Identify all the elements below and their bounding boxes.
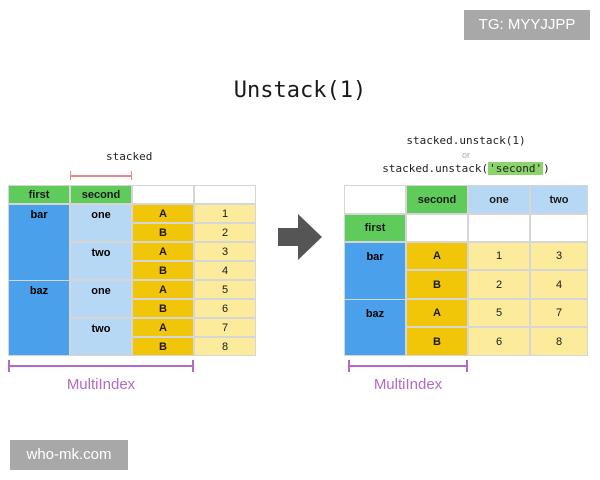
right-value-cell: 3 bbox=[530, 242, 588, 270]
left-value-cell: 5 bbox=[194, 280, 256, 299]
left-inner-label: A bbox=[132, 280, 194, 299]
page-title: Unstack(1) bbox=[233, 78, 367, 103]
left-inner-label: A bbox=[132, 204, 194, 223]
right-value-cell: 4 bbox=[530, 270, 588, 299]
unstack-code-line1: stacked.unstack(1) bbox=[406, 134, 526, 147]
right-empty-cell bbox=[468, 214, 530, 242]
stacked-annotation: stacked bbox=[106, 150, 153, 163]
left-brace-tick-left bbox=[8, 360, 10, 372]
right-first-label-baz: baz bbox=[365, 308, 385, 320]
right-value-cell: 5 bbox=[468, 299, 530, 327]
right-col-label: two bbox=[530, 185, 588, 214]
left-second-label: one bbox=[91, 285, 111, 297]
left-value-cell: 4 bbox=[194, 261, 256, 280]
stacked-underline bbox=[70, 175, 132, 177]
right-inner-label: B bbox=[406, 270, 468, 299]
unstack-code-line2: stacked.unstack('second') bbox=[344, 162, 588, 175]
right-first-divider bbox=[344, 299, 406, 300]
unstack-code-pre: stacked.unstack( bbox=[382, 162, 489, 175]
right-value-cell: 1 bbox=[468, 242, 530, 270]
left-inner-label: B bbox=[132, 299, 194, 318]
stacked-underline-tick-left bbox=[70, 171, 71, 180]
right-empty-cell bbox=[406, 214, 468, 242]
right-multiindex-label: MultiIndex bbox=[373, 376, 443, 393]
stacked-underline-tick-right bbox=[131, 171, 132, 180]
watermark-bottom-left: who-mk.com bbox=[10, 440, 128, 470]
left-inner-label: B bbox=[132, 337, 194, 356]
left-second-cell bbox=[70, 242, 132, 280]
left-header-empty bbox=[132, 185, 194, 204]
right-inner-label: A bbox=[406, 242, 468, 270]
right-col-label: one bbox=[468, 185, 530, 214]
left-header-first: first bbox=[8, 185, 70, 204]
watermark-top-right: TG: MYYJJPP bbox=[464, 10, 590, 40]
right-empty-cell bbox=[530, 214, 588, 242]
right-brace-tick-right bbox=[466, 360, 468, 372]
left-value-cell: 1 bbox=[194, 204, 256, 223]
right-first-label-bar: bar bbox=[366, 251, 384, 263]
left-second-cell bbox=[70, 318, 132, 356]
right-brace-tick-left bbox=[348, 360, 350, 372]
left-first-divider bbox=[8, 280, 70, 281]
left-multiindex-brace bbox=[8, 365, 194, 367]
left-value-cell: 7 bbox=[194, 318, 256, 337]
left-header-second: second bbox=[70, 185, 132, 204]
left-inner-label: A bbox=[132, 318, 194, 337]
right-inner-label: A bbox=[406, 299, 468, 327]
left-value-cell: 3 bbox=[194, 242, 256, 261]
left-value-cell: 6 bbox=[194, 299, 256, 318]
left-inner-label: B bbox=[132, 223, 194, 242]
unstack-code-post: ) bbox=[543, 162, 550, 175]
right-value-cell: 8 bbox=[530, 327, 588, 356]
right-inner-label: B bbox=[406, 327, 468, 356]
or-word: or bbox=[461, 150, 470, 160]
right-header-second: second bbox=[406, 185, 468, 214]
right-header-first: first bbox=[344, 214, 406, 242]
left-inner-label: B bbox=[132, 261, 194, 280]
right-value-cell: 6 bbox=[468, 327, 530, 356]
unstack-code-arg: 'second' bbox=[488, 162, 544, 175]
right-corner-empty bbox=[344, 185, 406, 214]
left-second-cell bbox=[70, 280, 132, 318]
left-inner-label: A bbox=[132, 242, 194, 261]
left-second-cell bbox=[70, 204, 132, 242]
left-second-label: two bbox=[91, 323, 111, 335]
left-value-cell: 2 bbox=[194, 223, 256, 242]
left-brace-tick-right bbox=[192, 360, 194, 372]
left-first-label-baz: baz bbox=[29, 285, 49, 297]
left-second-label: one bbox=[91, 209, 111, 221]
right-value-cell: 7 bbox=[530, 299, 588, 327]
left-second-label: two bbox=[91, 247, 111, 259]
right-multiindex-brace bbox=[348, 365, 468, 367]
left-header-empty bbox=[194, 185, 256, 204]
left-value-cell: 8 bbox=[194, 337, 256, 356]
left-first-label-bar: bar bbox=[30, 209, 48, 221]
right-value-cell: 2 bbox=[468, 270, 530, 299]
right-arrow-icon bbox=[278, 214, 322, 260]
left-multiindex-label: MultiIndex bbox=[66, 376, 136, 393]
